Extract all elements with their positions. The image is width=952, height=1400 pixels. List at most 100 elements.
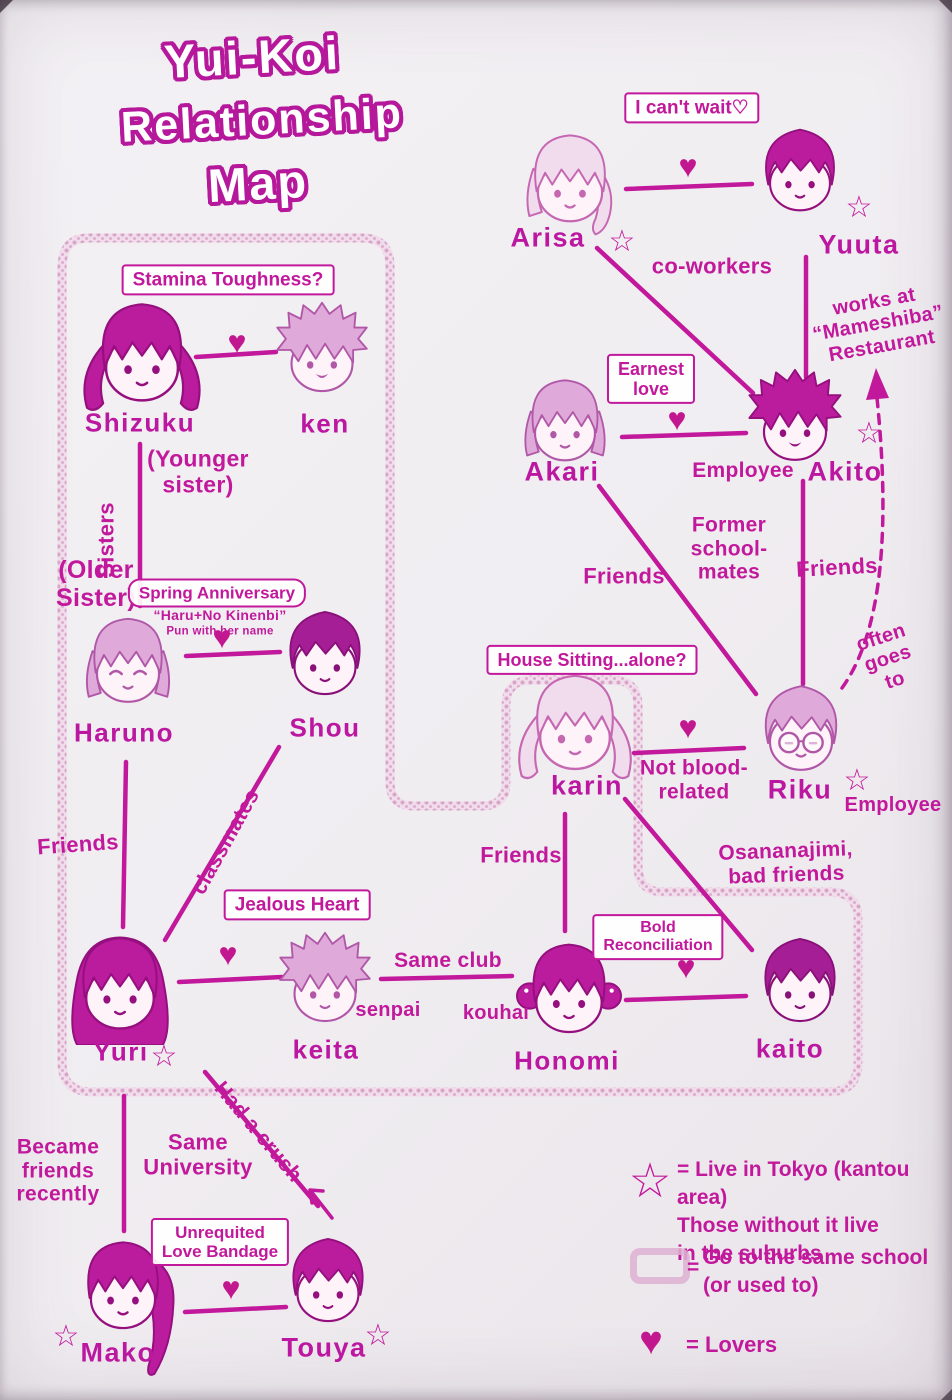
legend-school-text: Go to the same school (or used to): [703, 1246, 929, 1298]
heart-akari-akito: ♥: [667, 401, 687, 437]
crush-arrow: [308, 1188, 334, 1220]
name-kaito: kaito: [755, 1033, 825, 1064]
label-co-workers: co-workers: [651, 253, 773, 279]
character-kaito: [744, 924, 856, 1036]
line-haruno-yuri: [120, 759, 129, 930]
character-touya: [272, 1224, 384, 1336]
label-became-friends: Became friends recently: [16, 1135, 100, 1206]
character-shizuku: [76, 286, 208, 418]
name-akito: Akito: [807, 456, 883, 487]
line-keita-honomi-same-club: [378, 973, 515, 982]
character-akito: [738, 361, 852, 475]
avatar-akito: [748, 368, 842, 461]
name-haruno: Haruno: [74, 717, 174, 748]
avatar-yuri: [71, 936, 169, 1047]
page-title-line1: Yui-Koi: [162, 25, 342, 89]
name-arisa: Arisa: [510, 222, 586, 253]
line-arisa-yuuta: [623, 181, 755, 192]
line-shizuku-ken: [193, 349, 279, 360]
star-mako: ☆: [52, 1320, 80, 1353]
page-title-line3: Map: [206, 153, 310, 213]
heart-karin-riku: ♥: [678, 709, 698, 745]
line-yuri-keita: [176, 974, 285, 985]
avatar-karin: [518, 674, 632, 780]
label-same-club: Same club: [394, 949, 502, 973]
label-spring-pun-sub: Pun with her name: [166, 625, 274, 638]
legend-star-text: = Live in Tokyo (kantou area) Those with…: [677, 1158, 910, 1266]
label-osananajimi: Osananajimi, bad friends: [718, 837, 854, 889]
line-mako-touya: [182, 1304, 289, 1315]
character-honomi: [509, 928, 629, 1048]
box-house-sitting: House Sitting...alone?: [486, 644, 698, 676]
avatar-ken: [276, 301, 368, 393]
avatar-kaito: [764, 938, 836, 1023]
name-akari: Akari: [524, 456, 600, 487]
legend-heart-icon: ♥: [639, 1319, 663, 1363]
legend-lovers-text: = Lovers: [686, 1332, 778, 1357]
character-yuuta: [745, 115, 855, 225]
avatar-touya: [292, 1238, 364, 1323]
character-mako: [64, 1226, 182, 1383]
label-younger-sister: (Younger sister): [147, 445, 249, 497]
box-i-cant-wait: I can't wait♡: [624, 92, 760, 124]
character-keita: [269, 924, 381, 1036]
avatar-riku: [764, 685, 838, 771]
label-employee-riku: Employee: [844, 793, 942, 816]
line-akari-akito: [619, 430, 749, 440]
character-yuri: [58, 921, 182, 1047]
label-friends-akito-riku: Friends: [795, 552, 879, 582]
heart-mako-touya: ♥: [221, 1270, 241, 1306]
name-karin: karin: [550, 770, 624, 801]
avatar-haruno: [85, 617, 171, 703]
star-riku: ☆: [843, 764, 871, 797]
character-arisa: [511, 119, 629, 237]
box-jealous-heart: Jealous Heart: [223, 889, 371, 921]
label-spring-pun-title: “Haru+No Kinenbi”: [153, 607, 287, 624]
group-outline-same-school: [57, 233, 863, 1097]
name-riku: Riku: [767, 774, 833, 805]
character-akari: [510, 365, 620, 475]
legend-star-icon: ☆: [628, 1155, 672, 1208]
avatar-keita: [279, 931, 371, 1023]
avatar-akari: [524, 379, 606, 462]
label-friends-akari-riku: Friends: [583, 563, 665, 589]
label-same-university: Same University: [143, 1129, 253, 1179]
label-former-schoolmates: Former school- mates: [690, 513, 768, 584]
label-older-sister: (Older Sister): [56, 556, 136, 612]
star-akito: ☆: [855, 417, 883, 450]
label-kouhai: kouhai: [462, 1001, 530, 1024]
name-ken: ken: [300, 408, 350, 439]
often-goes-to-dashed-arrow: [840, 396, 885, 690]
character-karin: [511, 658, 639, 786]
label-employee-akito: Employee: [692, 459, 794, 483]
heart-yuri-keita: ♥: [218, 936, 238, 972]
label-not-blood-related: Not blood- related: [640, 756, 748, 803]
name-keita: keita: [292, 1034, 360, 1065]
line-karin-riku: [631, 745, 747, 756]
line-honomi-kaito: [623, 993, 749, 1003]
box-earnest-love: Earnest love: [606, 353, 696, 405]
heart-haruno-shou: ♥: [212, 619, 232, 655]
star-yuuta: ☆: [845, 191, 873, 224]
name-shizuku: Shizuku: [84, 407, 196, 438]
avatar-shou: [289, 611, 361, 696]
character-ken: [266, 294, 378, 406]
avatar-mako: [87, 1241, 175, 1376]
label-sisters: Sisters: [93, 502, 119, 578]
character-haruno: [71, 603, 185, 717]
avatar-shizuku: [83, 303, 201, 411]
star-touya: ☆: [364, 1319, 392, 1352]
label-friends-karin-honomi: Friends: [480, 842, 562, 868]
name-honomi: Honomi: [514, 1045, 620, 1076]
name-mako: Mako: [80, 1337, 156, 1368]
name-yuri: Yuri: [93, 1036, 149, 1067]
line-shou-yuri-classmates: [162, 744, 282, 943]
legend-school-symbol: [630, 1248, 690, 1284]
character-shou: [269, 597, 381, 709]
character-riku: [744, 671, 858, 785]
heart-shizuku-ken: ♥: [227, 324, 247, 360]
line-akari-riku: [596, 483, 759, 697]
name-yuuta: Yuuta: [818, 229, 900, 260]
